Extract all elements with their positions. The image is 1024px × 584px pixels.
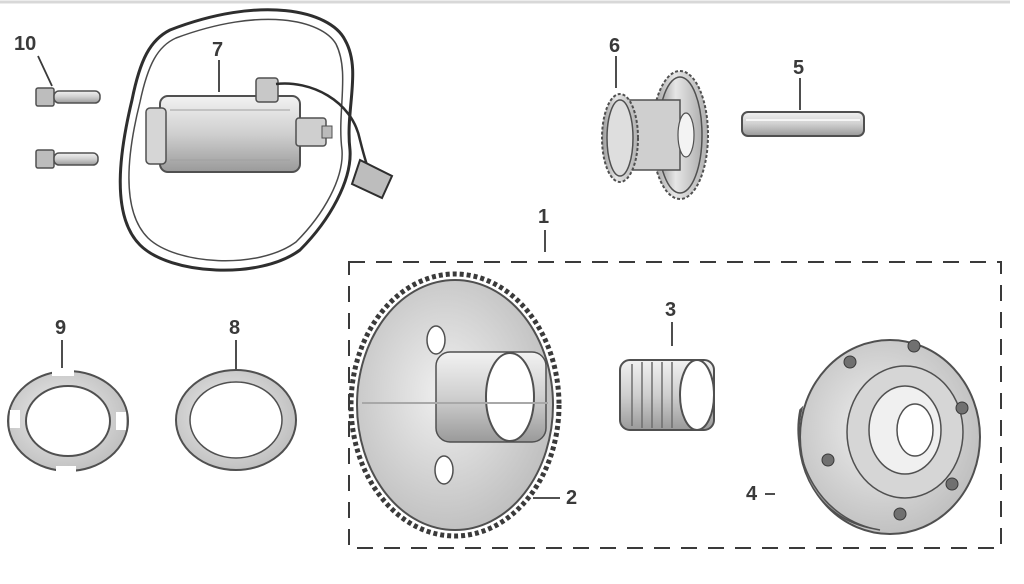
callout-6: 6 bbox=[609, 35, 621, 57]
starter-motor-part-7 bbox=[118, 8, 394, 272]
callout-1: 1 bbox=[538, 206, 550, 228]
callout-10: 10 bbox=[14, 33, 37, 55]
callout-2: 2 bbox=[566, 487, 578, 509]
shaft-part-5 bbox=[741, 111, 865, 137]
washer-part-8 bbox=[175, 369, 297, 471]
clutch-hub-part-4 bbox=[797, 339, 981, 535]
assembly-1-dashed-box bbox=[348, 261, 1002, 549]
double-gear-part-6 bbox=[601, 70, 709, 200]
leader-lines bbox=[37, 55, 801, 499]
callout-4: 4 bbox=[746, 483, 758, 505]
callout-3: 3 bbox=[665, 299, 677, 321]
ring-nut-part-9 bbox=[7, 368, 129, 474]
callout-9: 9 bbox=[55, 317, 67, 339]
bolt-part-10 bbox=[35, 87, 101, 169]
callout-8: 8 bbox=[229, 317, 241, 339]
callout-5: 5 bbox=[793, 57, 805, 79]
callout-7: 7 bbox=[212, 39, 224, 61]
starter-gear-part-2 bbox=[348, 271, 562, 539]
leader-10 bbox=[37, 55, 53, 87]
needle-bearing-part-3 bbox=[619, 359, 715, 431]
